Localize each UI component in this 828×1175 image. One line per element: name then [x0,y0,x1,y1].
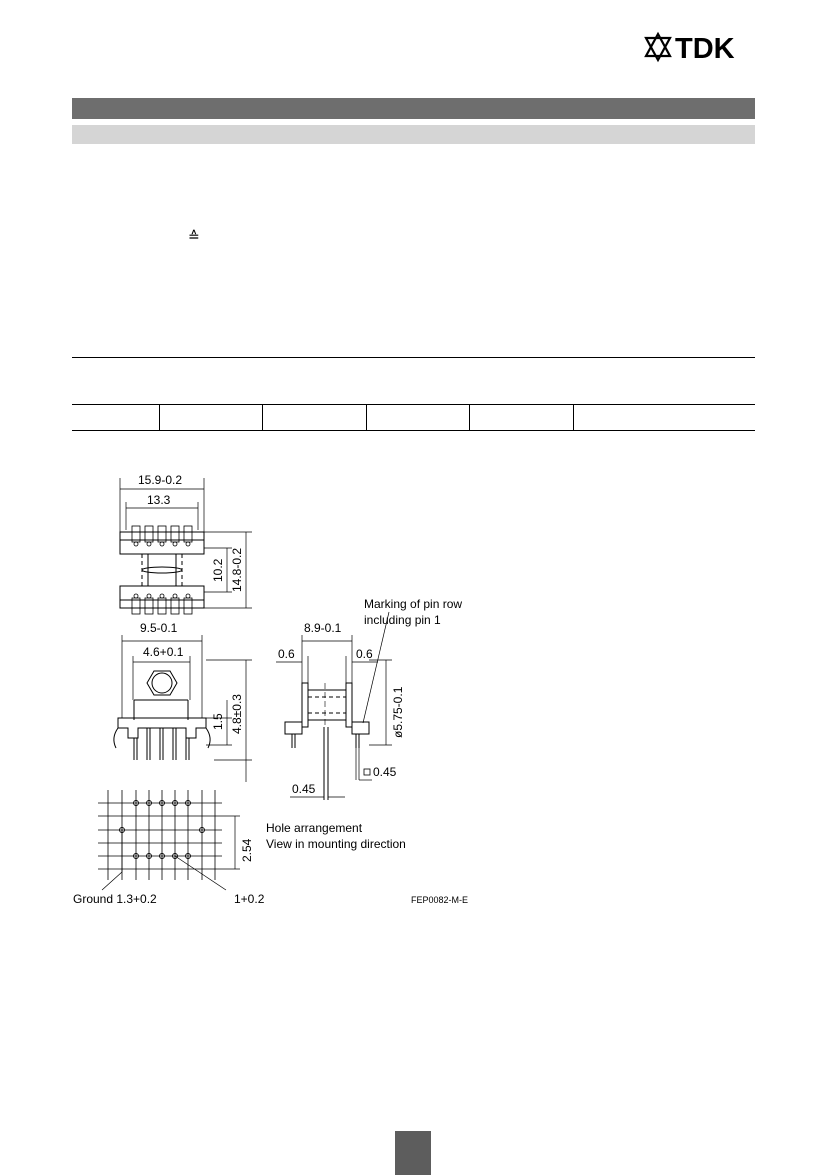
data-table [72,357,755,431]
corresponds-symbol: ≙ [188,228,200,244]
dim-side-width: 8.9-0.1 [304,621,342,635]
table-col-divider [573,404,574,431]
label-marking-line1: Marking of pin row [364,597,462,611]
top-view [119,478,252,615]
title-bar [72,98,755,119]
label-hole-line1: Hole arrangement [266,821,363,835]
hole-markers [119,800,205,859]
table-col-divider [159,404,160,431]
table-rule-top [72,357,755,358]
coil-former-drawing: 15.9-0.2 13.3 10.2 14.8-0.2 9.5-0.1 4.6 [73,473,468,906]
dim-pin-height: 1.5 [211,713,225,730]
dim-front-inner: 4.6+0.1 [143,645,184,659]
table-col-divider [469,404,470,431]
dim-pin-square: 0.45 [373,765,397,779]
table-rule-bottom [72,430,755,431]
dim-pin-gap: 0.45 [292,782,316,796]
table-rule-header [72,404,755,405]
tdk-logo-mark-icon [644,31,672,63]
label-pin-hole: 1+0.2 [234,892,265,906]
side-view [276,611,392,800]
dim-flange-right: 0.6 [356,647,373,661]
tdk-logo: TDK [644,31,735,64]
dim-core-diameter: ø5.75-0.1 [391,686,405,738]
label-marking-line2: including pin 1 [364,613,441,627]
table-col-divider [262,404,263,431]
dim-height-inner: 10.2 [211,558,225,582]
front-view [113,635,252,782]
hole-grid [98,790,222,880]
dim-width-inner: 13.3 [147,493,171,507]
dim-front-width: 9.5-0.1 [140,621,178,635]
page-number-tab [395,1131,431,1175]
dim-width-outer: 15.9-0.2 [138,473,182,487]
subtitle-bar [72,125,755,144]
dim-height-outer: 14.8-0.2 [230,548,244,592]
dim-pitch: 2.54 [240,838,254,862]
table-col-divider [366,404,367,431]
label-ground-hole: Ground 1.3+0.2 [73,892,157,906]
tdk-logo-text: TDK [675,33,735,64]
dim-total-height: 4.8±0.3 [230,694,244,734]
drawing-id: FEP0082-M-E [411,895,468,905]
dim-flange-left: 0.6 [278,647,295,661]
label-hole-line2: View in mounting direction [266,837,406,851]
